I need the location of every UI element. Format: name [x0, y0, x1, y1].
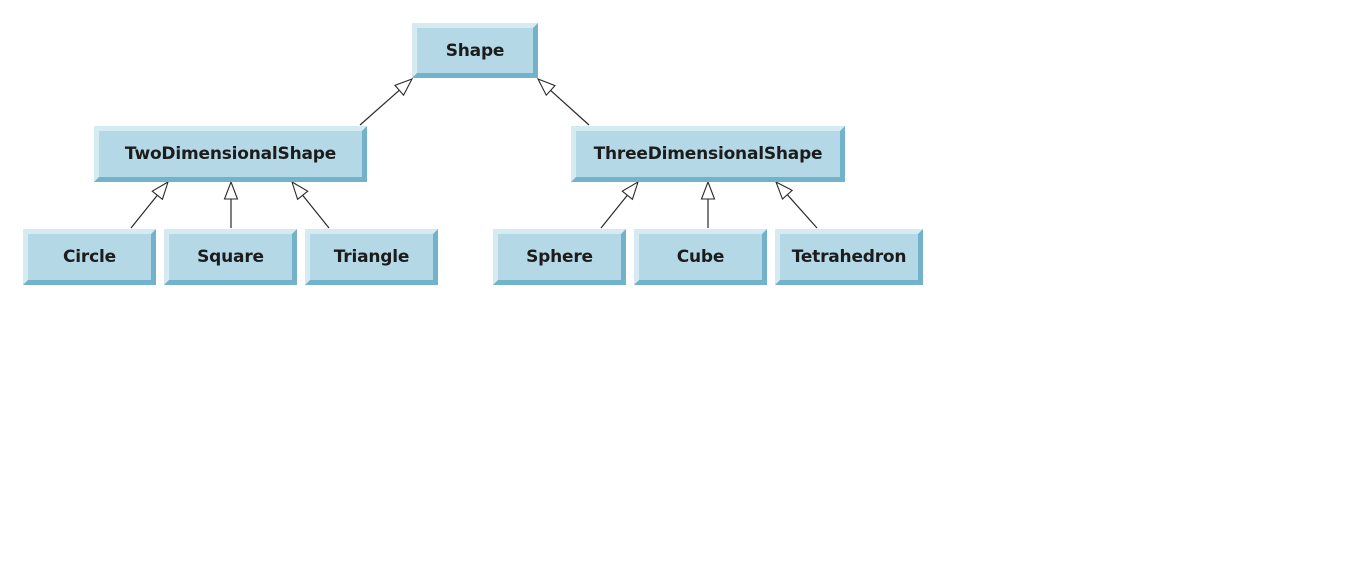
- connector-line: [786, 194, 818, 229]
- node-cube: Cube: [634, 229, 767, 285]
- hollow-arrowhead: [394, 77, 414, 97]
- inheritance-arrow-two-dimensional-shape-to-shape: [359, 77, 414, 126]
- connector-line: [130, 194, 158, 229]
- hollow-arrowhead: [223, 180, 239, 200]
- hollow-arrowhead: [291, 180, 309, 201]
- node-circle: Circle: [23, 229, 156, 285]
- connector-line: [359, 89, 400, 126]
- node-square: Square: [164, 229, 297, 285]
- inheritance-arrow-sphere-to-three-dimensional-shape: [600, 180, 639, 229]
- node-tetrahedron: Tetrahedron: [775, 229, 923, 285]
- connector-line: [600, 194, 628, 229]
- connector-line: [302, 194, 330, 229]
- hollow-arrowhead: [151, 180, 169, 201]
- hollow-arrowhead: [621, 180, 639, 201]
- inheritance-arrow-square-to-two-dimensional-shape: [223, 180, 239, 228]
- node-two-dimensional-shape: TwoDimensionalShape: [94, 126, 367, 182]
- node-triangle: Triangle: [305, 229, 438, 285]
- node-shape: Shape: [412, 23, 538, 78]
- hollow-arrowhead: [536, 77, 556, 97]
- hollow-arrowhead: [774, 180, 794, 200]
- inheritance-arrow-cube-to-three-dimensional-shape: [700, 180, 716, 228]
- connector-line: [550, 89, 590, 126]
- node-three-dimensional-shape: ThreeDimensionalShape: [571, 126, 845, 182]
- node-sphere: Sphere: [493, 229, 626, 285]
- inheritance-arrow-tetrahedron-to-three-dimensional-shape: [774, 180, 818, 229]
- inheritance-arrow-three-dimensional-shape-to-shape: [536, 77, 590, 126]
- inheritance-arrow-triangle-to-two-dimensional-shape: [291, 180, 330, 229]
- hollow-arrowhead: [700, 180, 716, 200]
- inheritance-arrow-circle-to-two-dimensional-shape: [130, 180, 169, 229]
